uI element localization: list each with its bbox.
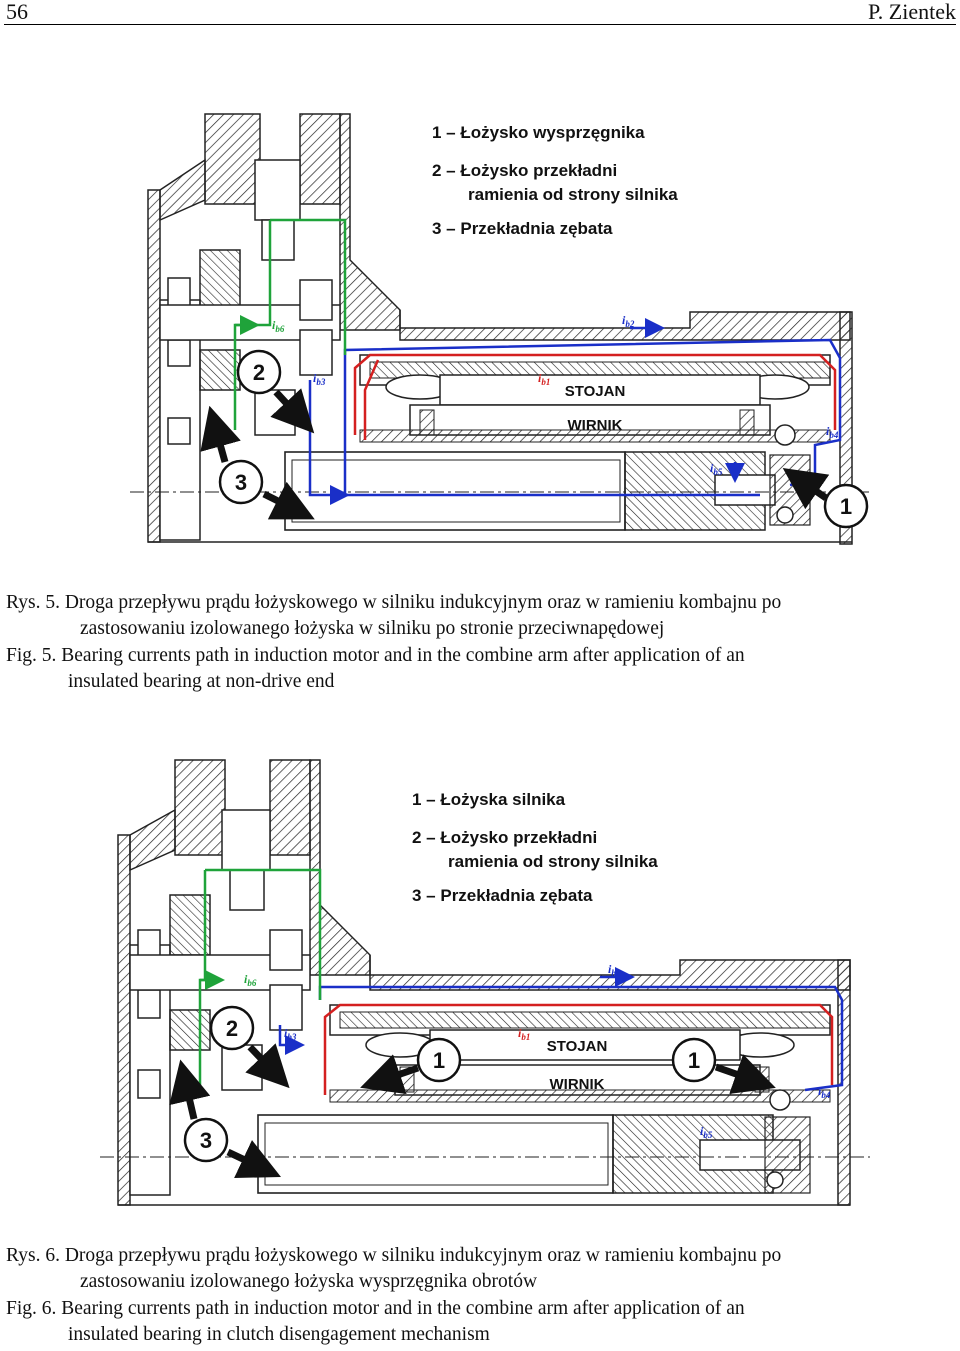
svg-text:ib2: ib2 bbox=[622, 313, 635, 329]
legend-item-2: 2 – Łożysko przekładni bbox=[432, 161, 617, 180]
svg-text:ib1: ib1 bbox=[538, 371, 550, 387]
caption-en-line-2: insulated bearing at non-drive end bbox=[68, 671, 335, 692]
figure-6: STOJAN WIRNIK ib2 ib1 ib3 ib6 ib4 ib5 1 … bbox=[0, 755, 960, 1215]
marker-2: 2 bbox=[226, 1016, 238, 1041]
legend-item-1: 1 – Łożyska silnika bbox=[412, 790, 566, 809]
rotor-label: WIRNIK bbox=[568, 417, 623, 434]
caption-en-line-1: Fig. 6. Bearing currents path in inducti… bbox=[6, 1298, 745, 1319]
stator-label: STOJAN bbox=[565, 383, 626, 400]
running-author: P. Zientek bbox=[868, 0, 956, 24]
markers: 2 3 1 bbox=[200, 349, 869, 529]
legend-item-3: 3 – Przekładnia zębata bbox=[412, 886, 593, 905]
legend-item-2-cont: ramienia od strony silnika bbox=[448, 852, 658, 871]
figure-5-caption-en: Fig. 5. Bearing currents path in inducti… bbox=[6, 643, 954, 695]
markers: 2 3 1 1 bbox=[169, 1005, 776, 1179]
motor: STOJAN WIRNIK bbox=[329, 1004, 831, 1103]
caption-pl-line-2: zastosowaniu izolowanego łożyska w silni… bbox=[80, 618, 665, 639]
legend-item-2-cont: ramienia od strony silnika bbox=[468, 185, 678, 204]
caption-pl-line-2: zastosowaniu izolowanego łożyska wysprzę… bbox=[80, 1271, 538, 1292]
svg-text:ib4: ib4 bbox=[826, 424, 839, 440]
figure-6-drawing: STOJAN WIRNIK ib2 ib1 ib3 ib6 ib4 ib5 1 … bbox=[100, 759, 870, 1206]
shaft bbox=[130, 424, 870, 543]
motor: STOJAN WIRNIK bbox=[359, 354, 831, 443]
svg-text:ib3: ib3 bbox=[313, 371, 326, 387]
marker-1-right: 1 bbox=[688, 1048, 700, 1073]
svg-text:ib2: ib2 bbox=[608, 962, 621, 978]
gearbox-housing bbox=[147, 113, 853, 545]
rotor-label: WIRNIK bbox=[550, 1076, 605, 1093]
page-number: 56 bbox=[6, 0, 28, 24]
marker-1: 1 bbox=[840, 494, 852, 519]
svg-text:ib5: ib5 bbox=[710, 461, 723, 477]
figure-6-legend: 1 – Łożyska silnika 2 – Łożysko przekład… bbox=[412, 790, 658, 905]
figure-5: STOJAN WIRNIK ib2 ib1 ib3 ib6 ib4 ib5 1 … bbox=[0, 100, 960, 550]
marker-1-left: 1 bbox=[433, 1048, 445, 1073]
svg-text:ib6: ib6 bbox=[272, 318, 285, 334]
legend-item-1: 1 – Łożysko wysprzęgnika bbox=[432, 123, 645, 142]
marker-2: 2 bbox=[253, 360, 265, 385]
figure-6-caption-en: Fig. 6. Bearing currents path in inducti… bbox=[6, 1296, 954, 1348]
caption-pl-line-1: Rys. 5. Droga przepływu prądu łożyskoweg… bbox=[6, 592, 782, 613]
figure-5-legend: 1 – Łożysko wysprzęgnika 2 – Łożysko prz… bbox=[432, 123, 678, 238]
figure-6-caption-pl: Rys. 6. Droga przepływu prądu łożyskoweg… bbox=[6, 1243, 954, 1295]
figure-5-drawing: STOJAN WIRNIK ib2 ib1 ib3 ib6 ib4 ib5 1 … bbox=[130, 113, 870, 545]
marker-3: 3 bbox=[200, 1128, 212, 1153]
caption-en-line-1: Fig. 5. Bearing currents path in inducti… bbox=[6, 645, 745, 666]
legend-item-2: 2 – Łożysko przekładni bbox=[412, 828, 597, 847]
header-rule bbox=[4, 24, 956, 25]
stator-label: STOJAN bbox=[547, 1038, 608, 1055]
figure-5-caption-pl: Rys. 5. Droga przepływu prądu łożyskoweg… bbox=[6, 590, 954, 642]
caption-en-line-2: insulated bearing in clutch disengagemen… bbox=[68, 1324, 490, 1345]
marker-3: 3 bbox=[235, 470, 247, 495]
caption-pl-line-1: Rys. 6. Droga przepływu prądu łożyskoweg… bbox=[6, 1245, 782, 1266]
legend-item-3: 3 – Przekładnia zębata bbox=[432, 219, 613, 238]
